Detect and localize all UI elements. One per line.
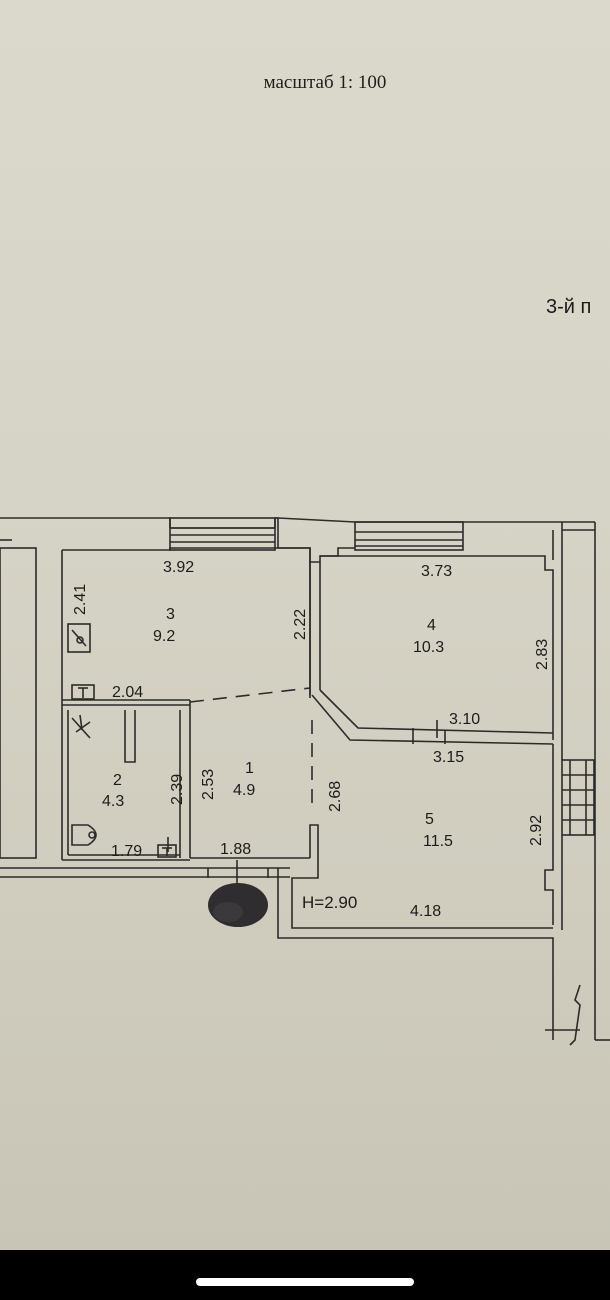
dim-2.22: 2.22 [292, 609, 309, 640]
room-4-area: 10.3 [413, 639, 444, 656]
open-boundary [189, 687, 311, 703]
room-5-number: 5 [425, 811, 434, 828]
toilet [71, 824, 97, 846]
break-line [569, 984, 581, 1046]
room-5-area: 11.5 [423, 833, 453, 850]
dim-2.68: 2.68 [327, 781, 344, 812]
height-label: H=2.90 [302, 893, 357, 912]
room-2-number: 2 [113, 772, 122, 789]
radiator-symbol-2 [157, 844, 177, 858]
room-3-area: 9.2 [153, 628, 175, 645]
room-4-bottom-wall [319, 689, 554, 734]
dim-4.18: 4.18 [410, 903, 441, 920]
phone-bottom-bar [0, 1250, 610, 1300]
dim-3.10: 3.10 [449, 711, 480, 728]
dim-2.39: 2.39 [169, 774, 186, 805]
dim-2.04: 2.04 [112, 684, 143, 701]
room-1-number: 1 [245, 760, 254, 777]
window-room-4 [354, 521, 464, 551]
radiator-symbol [71, 684, 95, 700]
room-3-number: 3 [166, 606, 175, 623]
room-2-partition [124, 710, 136, 763]
room-5-top-wall [311, 694, 554, 745]
room-5-bottom [291, 862, 553, 929]
paper-sheet [0, 0, 610, 1250]
floor-label: 3-й п [546, 296, 592, 318]
floor-plan: 3.92 3.73 3 9.2 4 10.3 2.04 3.10 3.15 1 … [0, 517, 610, 1046]
outer-wall-top-left [0, 517, 278, 529]
dim-1.88: 1.88 [220, 841, 251, 858]
home-indicator[interactable] [196, 1278, 414, 1286]
dim-3.92: 3.92 [163, 559, 194, 576]
room-1-area: 4.9 [233, 782, 255, 799]
adjacent-room-left [0, 547, 37, 859]
wall-notch [275, 517, 355, 563]
room-2-area: 4.3 [102, 793, 124, 810]
window-room-3 [169, 517, 276, 551]
dim-2.53: 2.53 [200, 769, 217, 800]
room-1-door-jamb [309, 824, 319, 862]
scale-label: масштаб 1: 100 [263, 72, 387, 93]
dim-2.92: 2.92 [528, 815, 545, 846]
dim-1.79: 1.79 [111, 843, 142, 860]
dim-3.73: 3.73 [421, 563, 452, 580]
room-4-number: 4 [427, 617, 436, 634]
dim-2.41: 2.41 [72, 584, 89, 615]
room-4-outline [320, 555, 554, 740]
outer-wall-bottom [277, 868, 554, 1040]
heater-room-3 [67, 623, 91, 653]
room-5-right [544, 744, 554, 925]
dim-3.15: 3.15 [433, 749, 464, 766]
dim-2.83: 2.83 [534, 639, 551, 670]
stair [561, 759, 595, 836]
